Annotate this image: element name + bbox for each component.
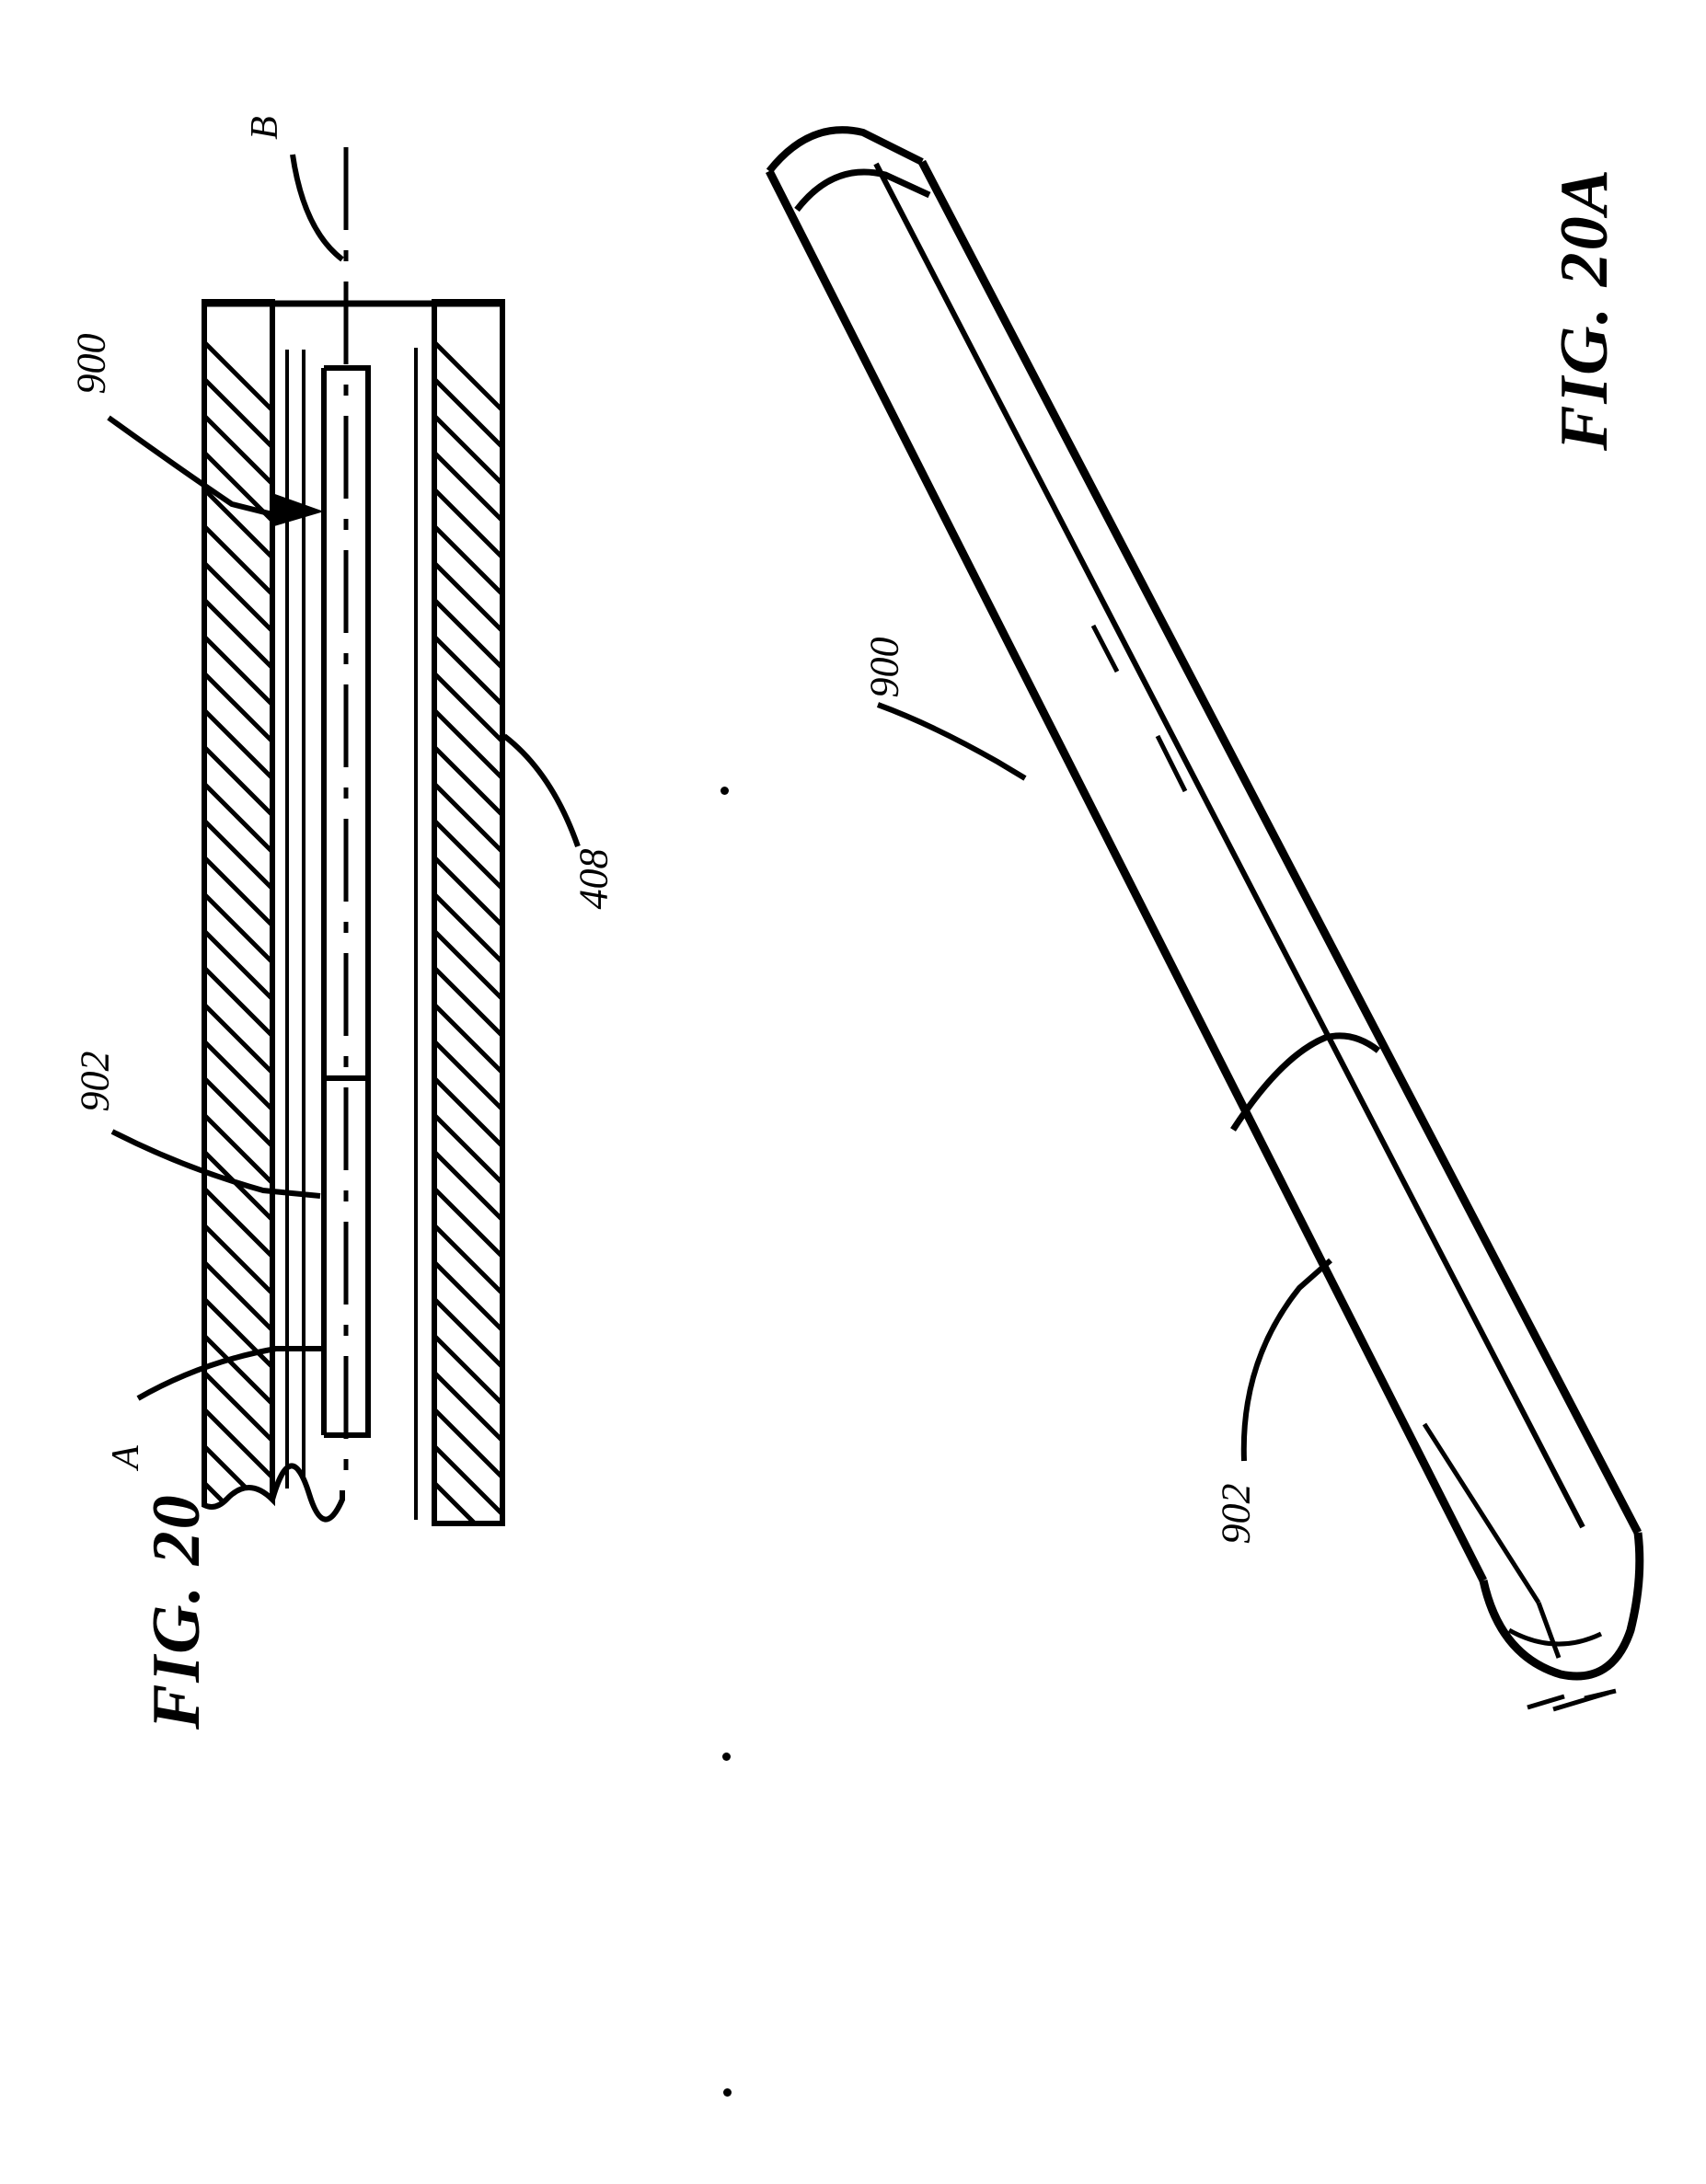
leader-408 (502, 733, 581, 847)
tube-edge-right (918, 159, 1642, 1535)
label-902-fig20a: 902 (1213, 1483, 1259, 1545)
leader-b (290, 154, 344, 262)
bore-wall-line-upper (1422, 1422, 1541, 1604)
surface-dash-a (1155, 734, 1188, 793)
label-902-fig20: 902 (72, 1051, 118, 1112)
leader-900-fig20a (876, 702, 1027, 781)
print-artifact-lower (722, 1753, 731, 1761)
leader-a (136, 1346, 324, 1401)
tube-surface-line (873, 162, 1585, 1529)
fig20a-caption: FIG. 20A (1547, 167, 1622, 451)
bore-hatch-a (1527, 1694, 1565, 1710)
bore-wall-line (1536, 1602, 1562, 1659)
tube-bottom-rim-outer (1479, 1532, 1644, 1681)
label-b: B (243, 116, 286, 140)
label-900-fig20a: 900 (861, 637, 907, 698)
tube-edge-left (765, 168, 1488, 1583)
fig20-caption: FIG. 20 (139, 1493, 214, 1730)
tube-top-cap-inner-ellipse (794, 168, 931, 213)
break-line (270, 1463, 345, 1523)
print-artifact-bottom (723, 2088, 732, 2097)
leader-900-fig20 (107, 415, 277, 518)
outer-wall-right (432, 299, 505, 1526)
tube-top-cap-outer (766, 126, 924, 174)
label-a: A (104, 1445, 147, 1469)
label-408: 408 (571, 848, 617, 910)
label-900-fig20: 900 (68, 333, 114, 395)
bore-hatch-c (1584, 1688, 1617, 1701)
surface-dash-b (1090, 624, 1120, 673)
outer-wall-left (202, 299, 275, 1510)
leader-902-fig20 (110, 1129, 321, 1199)
leader-902-fig20a (1240, 1258, 1332, 1462)
print-artifact-center (720, 787, 729, 795)
tube-seam-arc (1230, 1032, 1381, 1132)
arrowhead-900 (272, 493, 324, 526)
